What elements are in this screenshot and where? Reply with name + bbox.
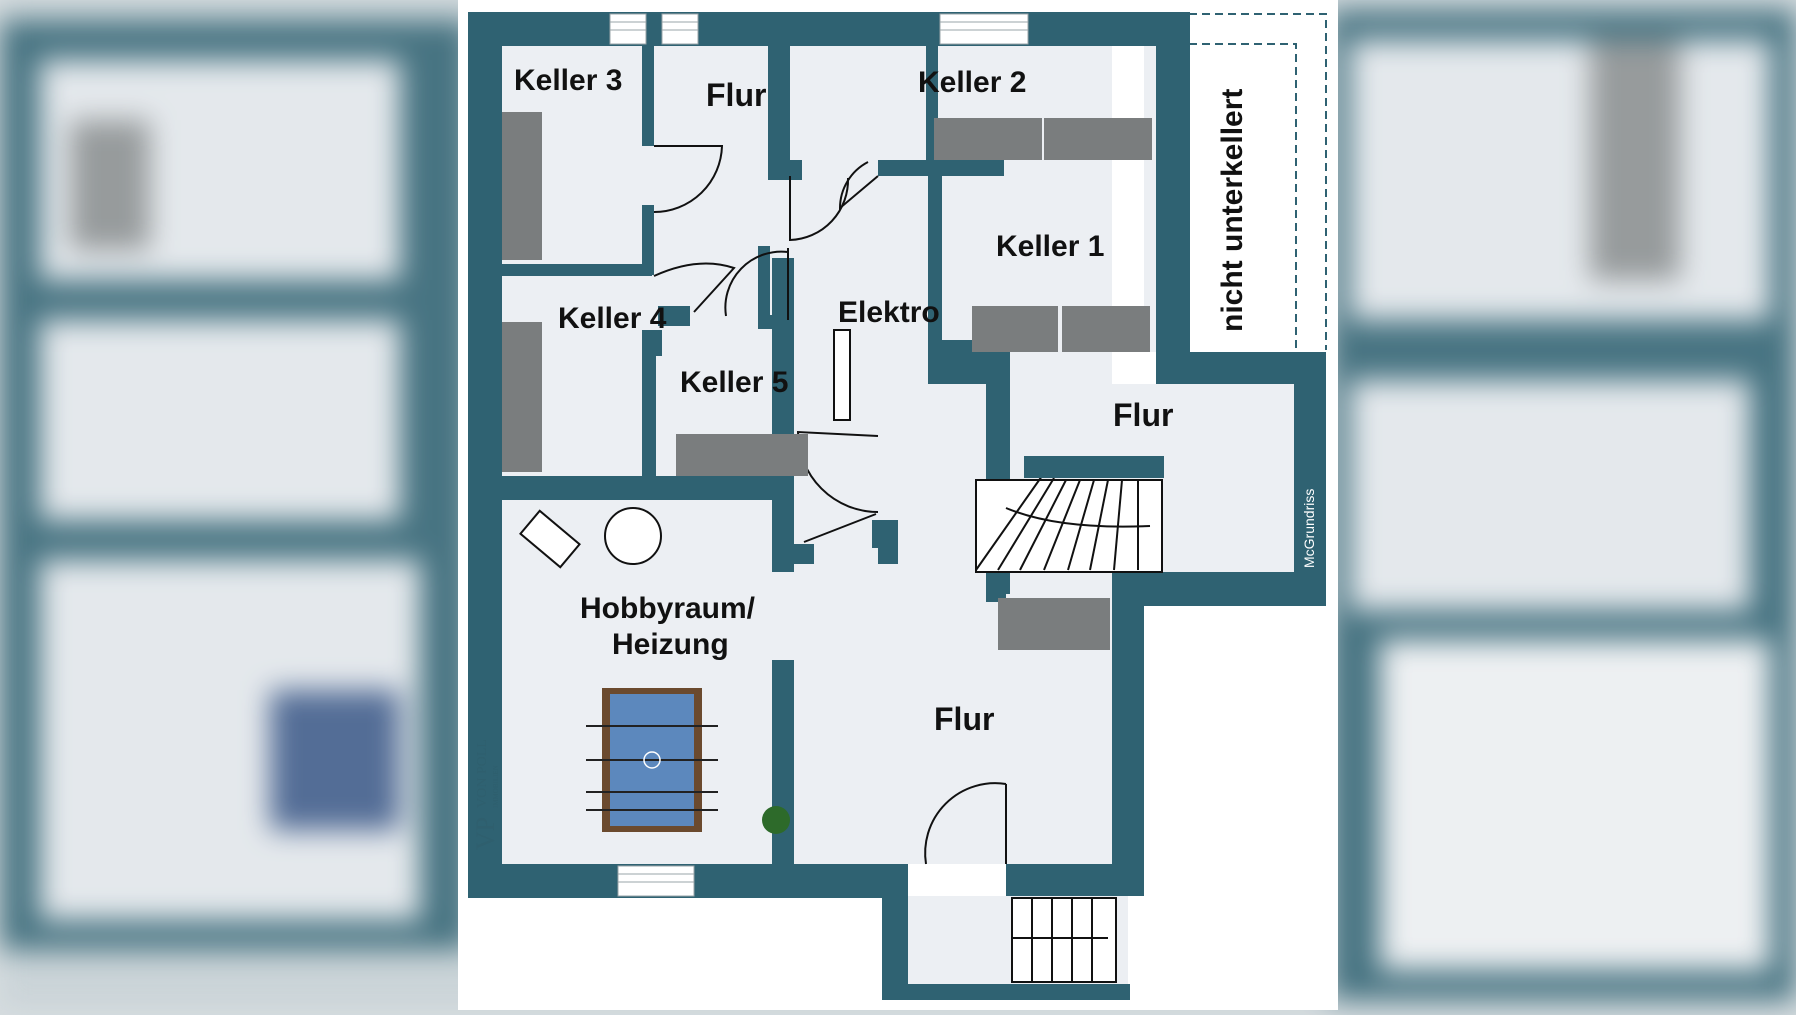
room-hobby-line-1: Hobbyraum/ — [580, 592, 756, 625]
room-keller-2: Keller 2 — [918, 66, 1026, 99]
room-hobby-line-2: Heizung — [612, 628, 729, 661]
room-flur-stair: Flur — [1113, 397, 1173, 433]
interior-walls — [502, 46, 1010, 898]
floor-plan-drawing: Keller 3 Flur Keller 2 Keller 1 Keller 4… — [468, 12, 1327, 1000]
label-nicht-unterkellert: nicht unterkellert — [1216, 89, 1249, 332]
room-keller-1: Keller 1 — [996, 230, 1104, 263]
room-keller-3: Keller 3 — [514, 64, 622, 97]
dashed-outline-inner — [1163, 43, 1297, 350]
logo-mark: VP — [471, 817, 500, 850]
electric-panel — [833, 329, 851, 421]
entrance-steps — [1011, 897, 1117, 983]
floor-plan: Keller 3 Flur Keller 2 Keller 1 Keller 4… — [458, 0, 1338, 1010]
shelves — [502, 112, 1152, 650]
boiler — [519, 507, 662, 569]
room-keller-4: Keller 4 — [558, 302, 667, 335]
outer-walls — [468, 12, 1326, 1000]
plant-icon — [762, 806, 790, 834]
stair-rail — [1024, 456, 1164, 478]
foosball-table — [586, 688, 718, 832]
von-poll-logo: VP VON POLL IMMOBILIEN — [471, 739, 500, 850]
room-flur-bottom: Flur — [934, 701, 994, 737]
windows — [609, 13, 1029, 897]
logo-name: VON POLL — [475, 739, 490, 808]
not-cellared-zone — [1163, 14, 1326, 350]
mcgrundriss-credit: McGrundriss — [1301, 489, 1317, 568]
room-keller-5: Keller 5 — [680, 366, 788, 399]
room-flur-top: Flur — [706, 77, 766, 113]
room-elektro: Elektro — [838, 296, 940, 329]
staircase-inner — [975, 475, 1163, 573]
dashed-outline — [1163, 13, 1327, 350]
logo-sub: IMMOBILIEN — [492, 765, 500, 808]
